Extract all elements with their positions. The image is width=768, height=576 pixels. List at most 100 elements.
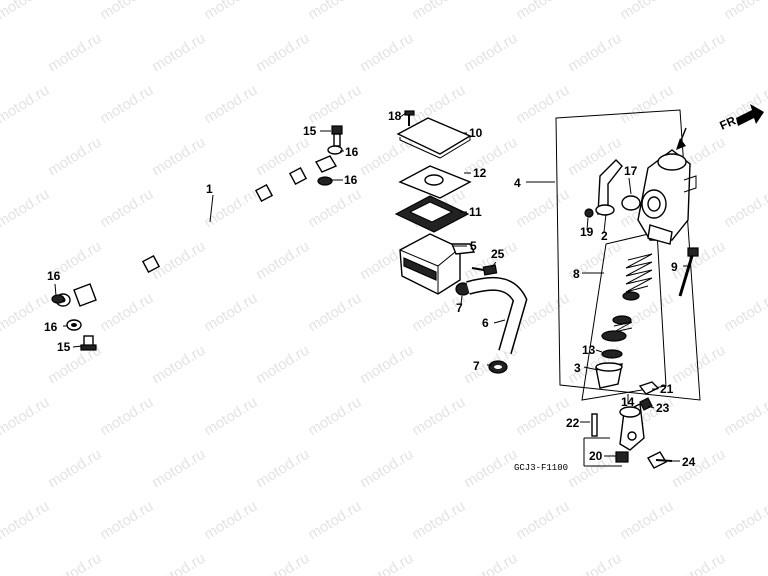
callout-16-b: 16: [344, 173, 358, 187]
watermark-text: motod.ru: [45, 550, 104, 576]
watermark-text: motod.ru: [669, 30, 728, 76]
callout-15-lower: 15: [57, 340, 71, 354]
watermark-text: motod.ru: [149, 134, 208, 180]
joint-screw: [584, 208, 594, 218]
bleed-screw: [678, 247, 699, 297]
piston-set-frame: [581, 231, 667, 401]
watermark-text: motod.ru: [253, 238, 312, 284]
watermark-text: motod.ru: [201, 0, 260, 23]
callout-15-upper: 15: [303, 124, 317, 138]
joint-fitting: [595, 159, 623, 216]
watermark-text: motod.ru: [0, 498, 52, 544]
callout-19: 19: [580, 225, 594, 239]
callout-2: 2: [601, 229, 608, 243]
boot: [595, 362, 623, 389]
callout-4: 4: [514, 176, 521, 190]
watermark-text: motod.ru: [357, 550, 416, 576]
reservoir-cap: [396, 117, 472, 159]
watermark-text: motod.ru: [513, 0, 572, 23]
push-rod-pin: [591, 413, 598, 437]
callout-12: 12: [473, 166, 487, 180]
watermark-text: motod.ru: [149, 446, 208, 492]
watermark-text: motod.ru: [253, 446, 312, 492]
watermark-text: motod.ru: [357, 446, 416, 492]
watermark-text: motod.ru: [565, 550, 624, 576]
master-cylinder-body: [637, 127, 697, 245]
watermark-text: motod.ru: [305, 186, 364, 232]
reservoir-bolt: [471, 264, 498, 276]
watermark-text: motod.ru: [305, 290, 364, 336]
watermark-text: motod.ru: [617, 0, 676, 23]
watermark-text: motod.ru: [721, 186, 768, 232]
callout-labels: 1 2 3 4 5 6 7 7 8 9 10 11 12 13 14 15 15…: [44, 109, 696, 469]
sealing-washer-right-lower: [317, 176, 333, 186]
master-cylinder-assembly-frame: [555, 109, 701, 401]
watermark-text: motod.ru: [617, 82, 676, 128]
watermark-text: motod.ru: [305, 82, 364, 128]
callout-5: 5: [470, 239, 477, 253]
callout-21: 21: [660, 382, 674, 396]
callout-22: 22: [566, 416, 580, 430]
watermark-text: motod.ru: [513, 186, 572, 232]
callout-16-c: 16: [47, 269, 61, 283]
brake-hose: [55, 155, 338, 307]
callout-25: 25: [491, 247, 505, 261]
watermark-text: motod.ru: [721, 0, 768, 23]
callout-16-d: 16: [44, 320, 58, 334]
watermark-text: motod.ru: [409, 498, 468, 544]
callout-23: 23: [656, 401, 670, 415]
watermark-text: motod.ru: [149, 30, 208, 76]
callout-7-lower: 7: [473, 359, 480, 373]
watermark-text: motod.ru: [721, 290, 768, 336]
callout-18: 18: [388, 109, 402, 123]
watermark-text: motod.ru: [461, 30, 520, 76]
watermark-text: motod.ru: [669, 550, 728, 576]
callout-11: 11: [469, 205, 482, 219]
watermark-text: motod.ru: [669, 446, 728, 492]
watermark-text: motod.ru: [97, 394, 156, 440]
front-direction-arrow-icon: [736, 104, 764, 126]
watermark-text: motod.ru: [305, 0, 364, 23]
watermark-text: motod.ru: [0, 186, 52, 232]
oil-bolt-right: [331, 125, 343, 147]
callout-3: 3: [574, 361, 581, 375]
watermark-text: motod.ru: [149, 550, 208, 576]
watermark-text: motod.ru: [409, 82, 468, 128]
watermark-text: motod.ru: [253, 30, 312, 76]
watermark-text: motod.ru: [513, 394, 572, 440]
watermark-text: motod.ru: [45, 134, 104, 180]
watermark-text: motod.ru: [513, 82, 572, 128]
spring: [625, 253, 653, 293]
watermark-text: motod.ru: [513, 498, 572, 544]
sealing-washer-right-upper: [327, 145, 343, 155]
sealing-washer-left-lower: [66, 319, 82, 331]
watermark-text: motod.ru: [201, 394, 260, 440]
callout-24: 24: [682, 455, 696, 469]
callout-10: 10: [469, 126, 483, 140]
watermark-text: motod.ru: [253, 550, 312, 576]
watermark-text: motod.ru: [669, 238, 728, 284]
sealing-washer-left-upper: [51, 294, 65, 304]
watermark-text: motod.ru: [201, 498, 260, 544]
watermark-text: motod.ru: [97, 0, 156, 23]
callout-7-upper: 7: [456, 301, 463, 315]
callout-20: 20: [589, 449, 603, 463]
watermark-text: motod.ru: [97, 290, 156, 336]
watermark-text: motod.ru: [721, 394, 768, 440]
reservoir-screw: [404, 110, 415, 126]
watermark-text: motod.ru: [305, 394, 364, 440]
watermark-text: motod.ru: [409, 394, 468, 440]
watermark-text: motod.ru: [357, 134, 416, 180]
callout-13: 13: [582, 343, 596, 357]
hose-clip-lower: [488, 360, 508, 374]
reservoir-diaphragm: [394, 195, 470, 233]
watermark-text: motod.ru: [0, 394, 52, 440]
reservoir-tank: [399, 233, 476, 295]
watermark-text: motod.ru: [0, 0, 52, 23]
watermark-text: motod.ru: [97, 186, 156, 232]
push-rod-joint: [619, 402, 645, 451]
watermark-text: motod.ru: [201, 290, 260, 336]
watermark-text: motod.ru: [565, 30, 624, 76]
